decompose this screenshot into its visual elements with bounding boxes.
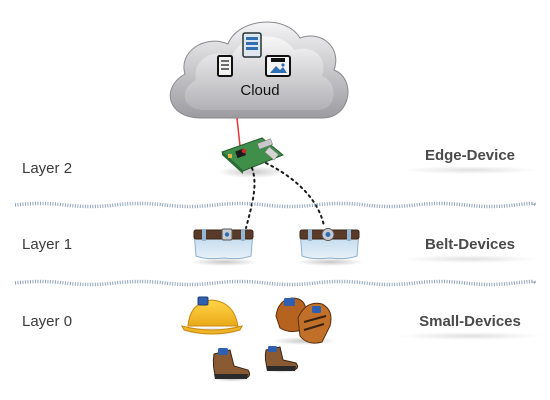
- image-server-icon: [265, 55, 291, 77]
- layer-separator-top: [14, 201, 536, 209]
- wireless-link-2: [265, 162, 325, 227]
- work-boot-icon: [212, 348, 252, 382]
- raspberry-pi-board-icon: [218, 137, 286, 178]
- cloud-label: Cloud: [240, 82, 280, 99]
- belt-device-icon: [296, 228, 364, 266]
- layer-2-label: Layer 2: [22, 160, 73, 177]
- layer-1-label: Layer 1: [22, 236, 73, 253]
- belt-device-icon: [190, 228, 258, 266]
- uplink-line: [236, 117, 241, 147]
- cloud-icon: [169, 21, 349, 119]
- layer-separator-bottom: [14, 279, 536, 287]
- small-devices-label: Small-Devices: [396, 313, 544, 340]
- layer-0-label: Layer 0: [22, 313, 73, 330]
- work-boot-icon: [264, 346, 300, 373]
- server-icon: [242, 32, 262, 58]
- edge-device-label: Edge-Device: [402, 147, 538, 174]
- server-rack-icon: [217, 55, 233, 77]
- hard-hat-icon: [181, 296, 243, 335]
- belt-devices-label: Belt-Devices: [402, 236, 538, 263]
- work-gloves-icon: [272, 297, 336, 345]
- wireless-link-1: [245, 167, 256, 229]
